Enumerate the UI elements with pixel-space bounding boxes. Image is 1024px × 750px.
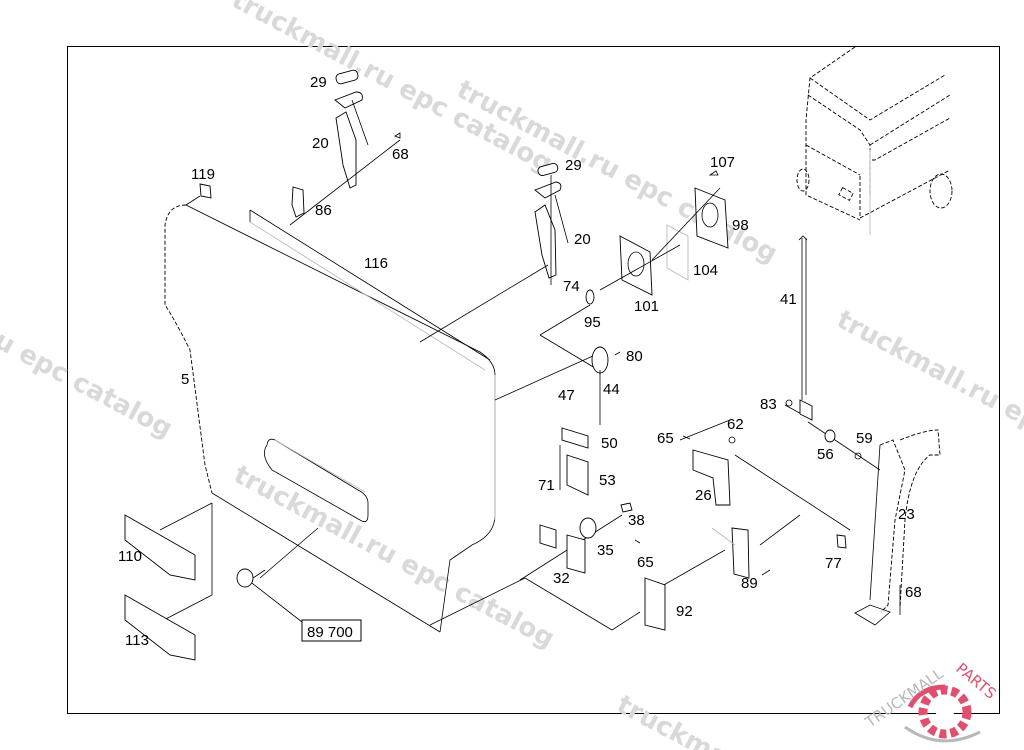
callout-86[interactable]: 86 (315, 202, 332, 219)
callout-65[interactable]: 65 (637, 554, 654, 571)
callout-110[interactable]: 110 (118, 548, 142, 565)
callout-98[interactable]: 98 (732, 217, 749, 234)
watermark: truckmall.ru epc catalog (832, 305, 1024, 500)
callout-32[interactable]: 32 (553, 570, 570, 587)
truck-illustration (796, 46, 953, 235)
callout-113[interactable]: 113 (125, 632, 149, 649)
callout-29[interactable]: 29 (310, 74, 327, 91)
callout-65[interactable]: 65 (657, 430, 674, 447)
callout-41[interactable]: 41 (780, 291, 797, 308)
watermark: truckmall.ru epc catalog (229, 460, 559, 655)
callout-53[interactable]: 53 (599, 472, 616, 489)
callout-68[interactable]: 68 (905, 584, 922, 601)
callout-116[interactable]: 116 (364, 255, 388, 272)
callout-5[interactable]: 5 (181, 371, 189, 388)
leader-lines (159, 304, 881, 631)
spare-wheel-carrier-bracket (854, 429, 941, 626)
callout-62[interactable]: 62 (727, 416, 744, 433)
callout-23[interactable]: 23 (898, 506, 915, 523)
callout-101[interactable]: 101 (634, 298, 659, 315)
callout-56[interactable]: 56 (817, 446, 834, 463)
callout-26[interactable]: 26 (695, 487, 712, 504)
callout-80[interactable]: 80 (626, 348, 643, 365)
callout-89[interactable]: 89 (741, 575, 758, 592)
rear-panel (164, 204, 496, 633)
truckmall-parts-logo: TRUCKMALL PARTS (861, 659, 1000, 743)
callout-119[interactable]: 119 (191, 166, 215, 183)
diagram-frame (67, 46, 1000, 714)
callout-47[interactable]: 47 (558, 387, 575, 404)
callout-89-700[interactable]: 89 700 (307, 624, 353, 641)
callout-labels: 29 20 68 119 86 116 29 20 74 107 98 104 … (118, 74, 922, 649)
callout-38[interactable]: 38 (628, 512, 645, 529)
callout-95[interactable]: 95 (584, 314, 601, 331)
mounting-plates (599, 170, 729, 296)
callout-59[interactable]: 59 (856, 430, 873, 447)
callout-50[interactable]: 50 (601, 435, 618, 452)
hinge-assembly-center (419, 163, 569, 343)
callout-92[interactable]: 92 (676, 603, 693, 620)
callout-35[interactable]: 35 (597, 542, 614, 559)
callout-20[interactable]: 20 (574, 231, 591, 248)
callout-68[interactable]: 68 (392, 146, 409, 163)
callout-74[interactable]: 74 (563, 278, 580, 295)
callout-104[interactable]: 104 (693, 262, 718, 279)
callout-44[interactable]: 44 (603, 381, 620, 398)
callout-77[interactable]: 77 (825, 555, 842, 572)
nameplates (124, 514, 266, 661)
logo-word-parts: PARTS (952, 659, 999, 703)
callout-83[interactable]: 83 (760, 396, 777, 413)
small-parts (185, 183, 862, 631)
boxed-callout[interactable]: 89 700 (301, 619, 362, 642)
callout-71[interactable]: 71 (538, 477, 555, 494)
watermark: truckmall.ru epc catalog (0, 250, 177, 445)
callout-20[interactable]: 20 (312, 135, 329, 152)
callout-107[interactable]: 107 (710, 154, 735, 171)
hinge-assembly-upper-left (289, 69, 401, 226)
callout-29[interactable]: 29 (565, 157, 582, 174)
gear-icon (918, 685, 972, 739)
watermark: truckmall.ru epc catalog (452, 75, 782, 270)
